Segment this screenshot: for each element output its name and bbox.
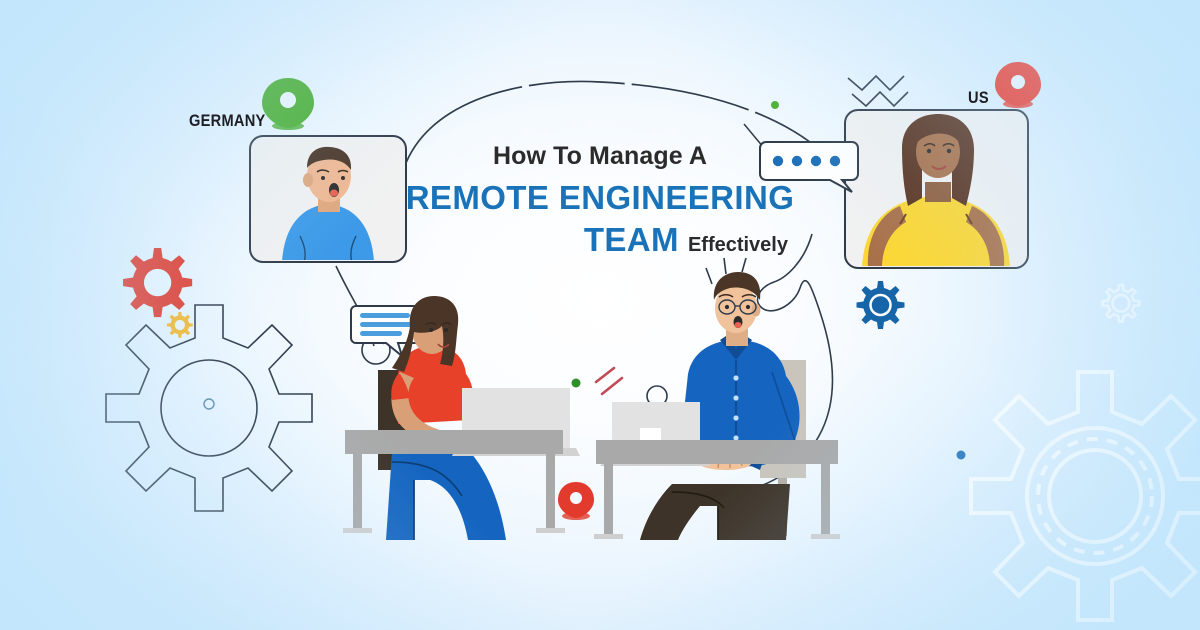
green-dot-mid [571, 378, 581, 388]
location-label-us: US [968, 88, 989, 107]
gear-yellow-tiny [166, 312, 193, 338]
headline-team-word: TEAM [583, 220, 679, 258]
red-speed-lines [594, 366, 624, 396]
glasses-icon [718, 299, 757, 315]
gear-white-small [1101, 283, 1141, 323]
us-participant-avatar [862, 114, 1010, 266]
location-label-germany: GERMANY [189, 111, 266, 130]
desk-left [343, 430, 565, 533]
map-pin-red-small-icon [558, 482, 594, 520]
map-pin-red-icon [995, 62, 1041, 108]
gear-red-small [123, 248, 193, 318]
headline-line-3: TEAM Effectively [400, 220, 800, 260]
squiggle-right-loop [743, 233, 834, 491]
map-pin-green-icon [262, 78, 314, 130]
message-lines-bubble[interactable] [350, 305, 424, 359]
headline-line-2: REMOTE ENGINEERING [405, 178, 795, 216]
man-hair [713, 272, 761, 300]
woman-hair [392, 296, 459, 372]
arc-top-connector [403, 80, 841, 171]
headline-effectively-word: Effectively [687, 233, 788, 256]
gear-blue-medium [856, 281, 905, 329]
desk-right [594, 440, 840, 539]
headline-line-1: How To Manage A [493, 142, 707, 170]
zigzag-decor-a [847, 74, 905, 92]
blue-dot-right [956, 450, 966, 460]
man-pants [640, 484, 790, 540]
germany-participant-avatar [282, 146, 374, 260]
typing-dots-bubble[interactable] [759, 141, 859, 193]
man-shirt [680, 340, 796, 448]
green-dot-top [771, 101, 779, 109]
zigzag-decor-b [851, 90, 909, 108]
gear-white-large [969, 370, 1200, 622]
gear-outline-large [105, 304, 313, 512]
headline-block: How To Manage A REMOTE ENGINEERING TEAM E… [400, 142, 800, 260]
woman-pants [386, 452, 506, 540]
